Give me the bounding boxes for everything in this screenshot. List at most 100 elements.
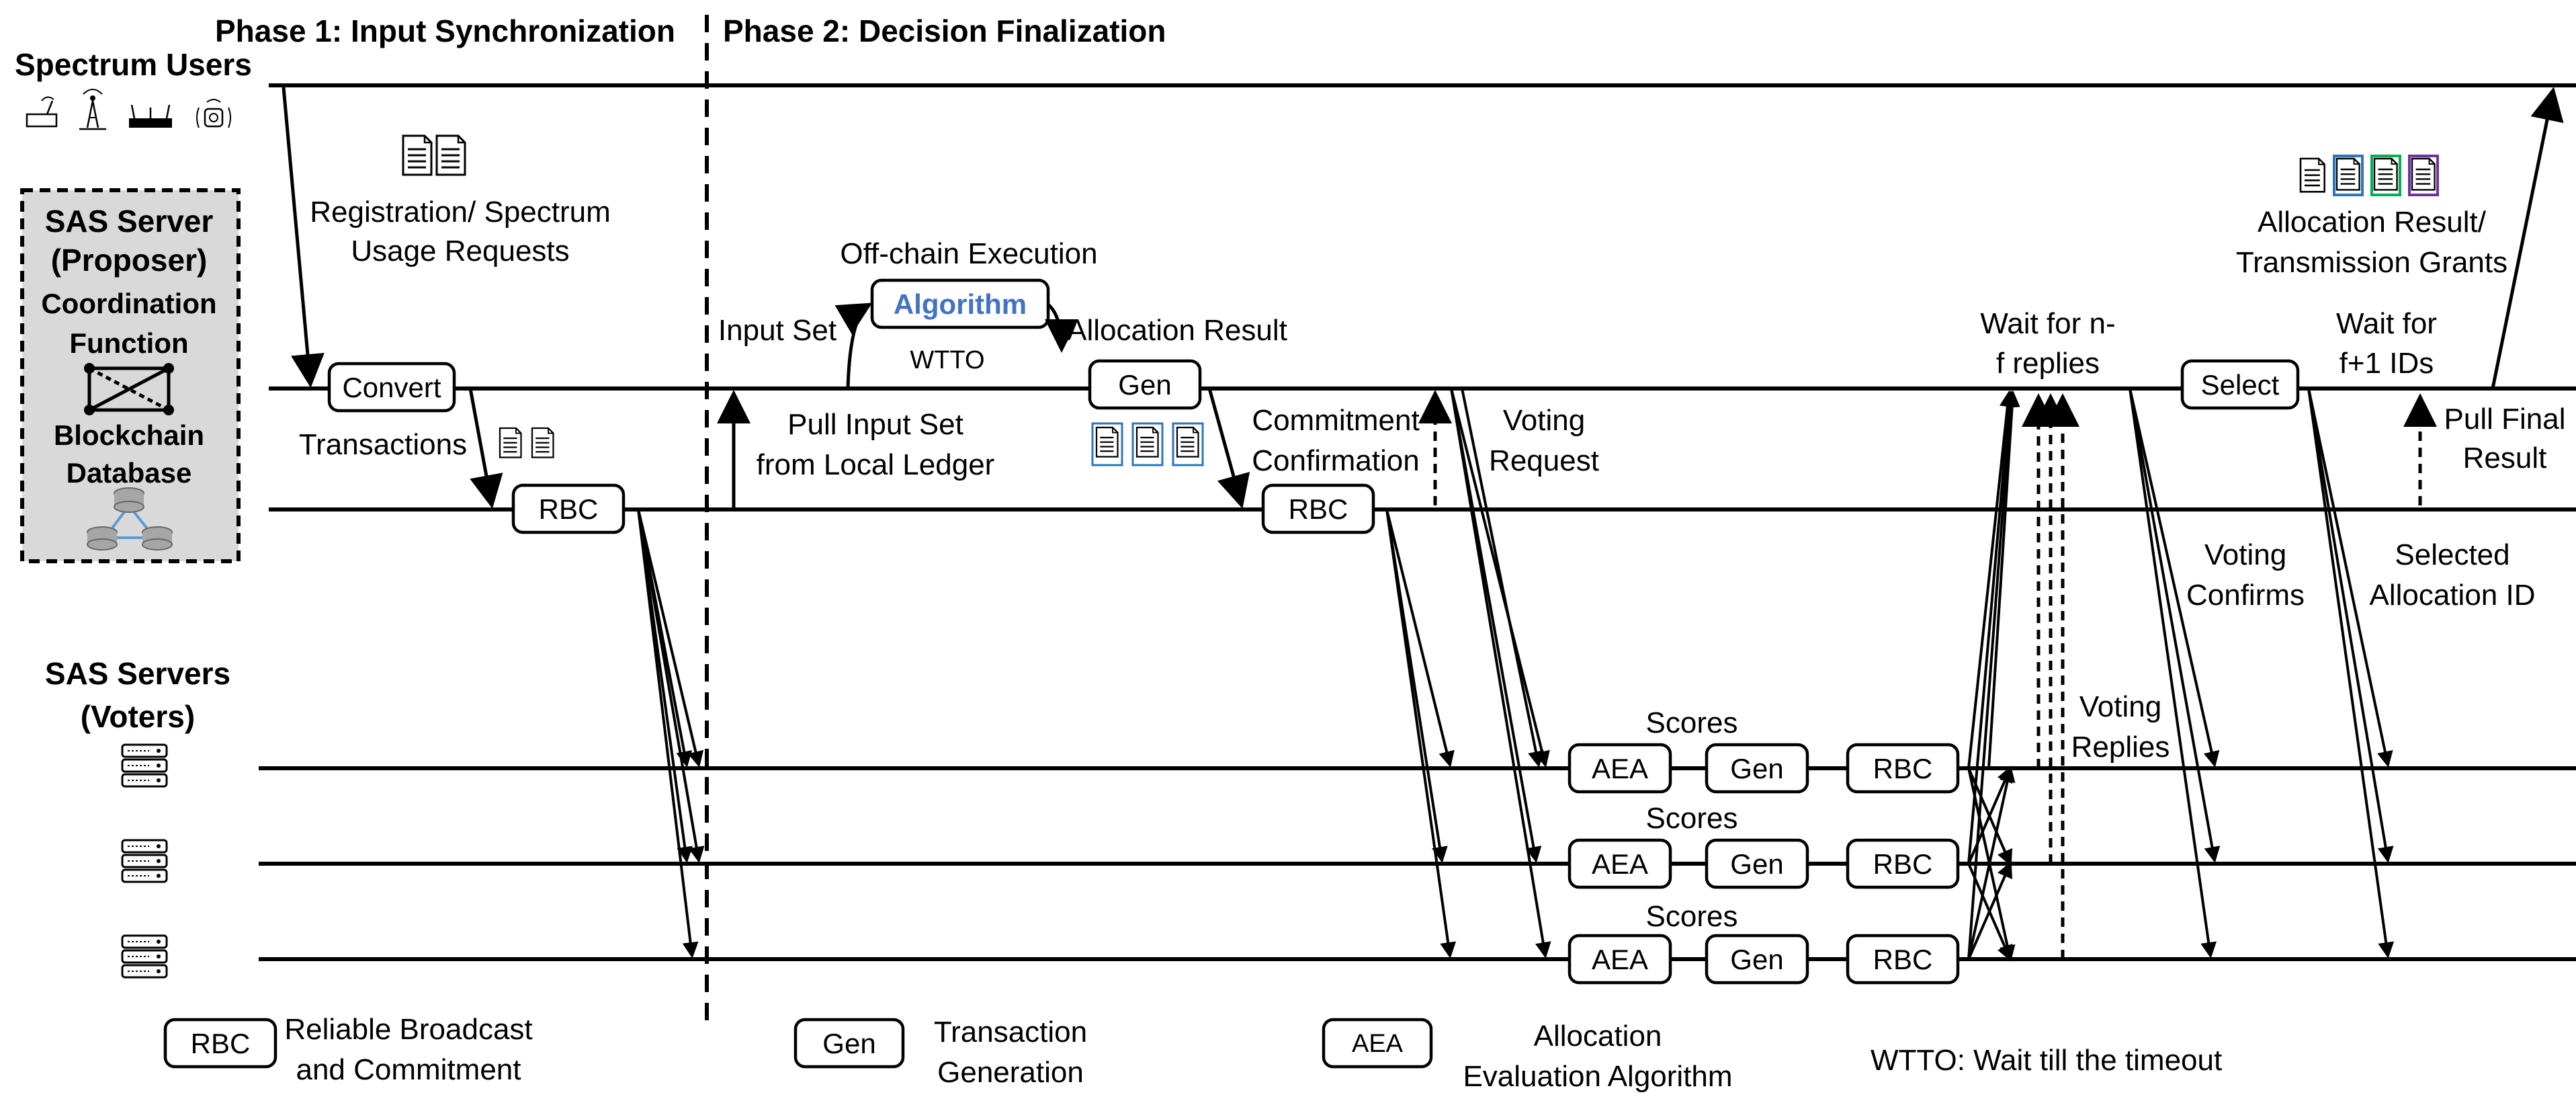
algorithm-box: Algorithm [870,278,1050,329]
pull-final-label-1: Pull Final [2444,403,2566,436]
voting-replies-label-2: Replies [2071,731,2170,764]
convert-box-label: Convert [342,372,441,403]
rbc-box-label: RBC [1873,944,1933,975]
voting-confirms-label-2: Confirms [2186,579,2305,612]
wait-n-label-1: Wait for n- [1980,307,2115,340]
function-label: Function [69,327,188,359]
transactions-label: Transactions [299,428,467,461]
blockchain-label: Blockchain [54,419,204,451]
scores-label: Scores [1646,900,1738,933]
distributed-database-icon [87,487,173,550]
voter3-pipeline: Scores AEA Gen RBC [1568,900,1960,985]
tower-icon [79,89,106,130]
registration-label: Registration/ Spectrum [310,196,611,229]
pull-input-label-2: from Local Ledger [757,448,995,481]
proposer-box: SAS Server (Proposer) Coordination Funct… [20,188,241,563]
legend-gen-desc-2: Generation [937,1056,1084,1089]
selected-label-2: Allocation ID [2369,579,2535,612]
aea-box-label: AEA [1592,753,1648,784]
commitment-label: Commitment [1252,404,1419,437]
phase1-title: Phase 1: Input Synchronization [215,13,675,48]
wait-f-label-1: Wait for [2336,307,2437,340]
proposer-title: SAS Server [45,204,214,239]
usage-requests-label: Usage Requests [351,235,569,268]
scores-label: Scores [1646,706,1738,739]
voting-request-label-2: Request [1489,444,1599,477]
rbc-box-label: RBC [1289,493,1348,525]
grants-label-2: Transmission Grants [2236,246,2507,279]
rbc2-broadcast-arrows [1385,509,1457,958]
rbc-box-label: RBC [1873,848,1933,880]
voter1-pipeline: Scores AEA Gen RBC [1568,706,1960,794]
pull-final-label-2: Result [2463,442,2547,475]
voting-confirms-label-1: Voting [2204,538,2286,571]
legend-rbc-desc-1: Reliable Broadcast [284,1013,532,1046]
request-doc-icons [402,134,466,176]
voting-replies-dashed [2022,393,2079,959]
rbc-box-label: RBC [1873,753,1933,784]
rbc1-broadcast-arrows [637,509,705,958]
server-icon [121,743,168,788]
aea-box-label: AEA [1592,848,1648,880]
gen-box-label: Gen [1730,944,1783,975]
grant-arrow [2491,87,2564,389]
wait-f-label-2: f+1 IDs [2339,347,2434,380]
wtto-label: WTTO [910,346,984,374]
legend-rbc-desc-2: and Commitment [296,1053,521,1086]
algorithm-box-label: Algorithm [894,288,1027,320]
gen-box-label: Gen [1730,848,1783,880]
voters-title: SAS Servers [45,656,230,691]
allocation-doc-icons [1091,422,1204,466]
transaction-doc-icons [499,427,554,458]
pull-input-label-1: Pull Input Set [787,408,963,441]
user-device-icons [26,89,231,130]
rbc-box-label: RBC [539,493,599,525]
server-icon [121,934,168,979]
gen-to-rbc-arrow [1207,388,1250,509]
coordination-graph-icon [84,363,174,415]
voting-request-arrows [1450,388,1551,958]
proposer-subtitle: (Proposer) [51,243,208,278]
input-set-label: Input Set [718,314,836,347]
aea-box-label: AEA [1592,944,1648,975]
to-algorithm-arrow [834,302,873,389]
from-algorithm-arrow [1044,303,1078,353]
confirmation-label: Confirmation [1252,444,1419,477]
gen-box-proposer: Gen [1088,359,1202,410]
phase2-title: Phase 2: Decision Finalization [723,13,1166,48]
rbc-box-phase2: RBC [1261,483,1375,534]
voting-confirm-arrows [2129,388,2221,958]
voter-reply-arrows [1967,391,2020,960]
select-box-label: Select [2201,369,2280,401]
scores-label: Scores [1646,802,1738,835]
legend-aea-desc-1: Allocation [1534,1020,1662,1053]
rbc-box-phase1: RBC [511,483,626,534]
convert-box: Convert [327,362,456,413]
gen-box-label: Gen [1730,753,1783,784]
legend: RBC Reliable Broadcast and Commitment Ge… [163,1013,2222,1093]
legend-gen-desc-1: Transaction [934,1016,1087,1049]
allocation-result-label: Allocation Result [1067,314,1287,347]
coordination-label: Coordination [41,288,216,319]
spectrum-users-label: Spectrum Users [15,47,252,82]
legend-rbc-box: RBC [191,1028,251,1059]
voter2-pipeline: Scores AEA Gen RBC [1568,802,1960,889]
database-label: Database [67,457,192,489]
legend-aea-box: AEA [1352,1030,1404,1058]
user-request-arrow [282,87,325,388]
wait-n-label-2: f replies [1996,347,2100,380]
convert-to-rbc-arrow [468,388,503,509]
router-icon [26,96,58,128]
gen-box-label: Gen [1118,369,1171,401]
offchain-label: Off-chain Execution [840,237,1097,270]
selected-label-1: Selected [2395,538,2509,571]
wireless-device-icon [196,99,231,128]
legend-gen-box: Gen [822,1028,875,1059]
select-box: Select [2180,359,2300,410]
grant-doc-icons [2299,155,2439,196]
selected-id-arrows [2307,388,2395,958]
voters-subtitle: (Voters) [81,699,195,734]
access-point-icon [129,104,172,128]
voting-replies-label-1: Voting [2079,690,2161,723]
